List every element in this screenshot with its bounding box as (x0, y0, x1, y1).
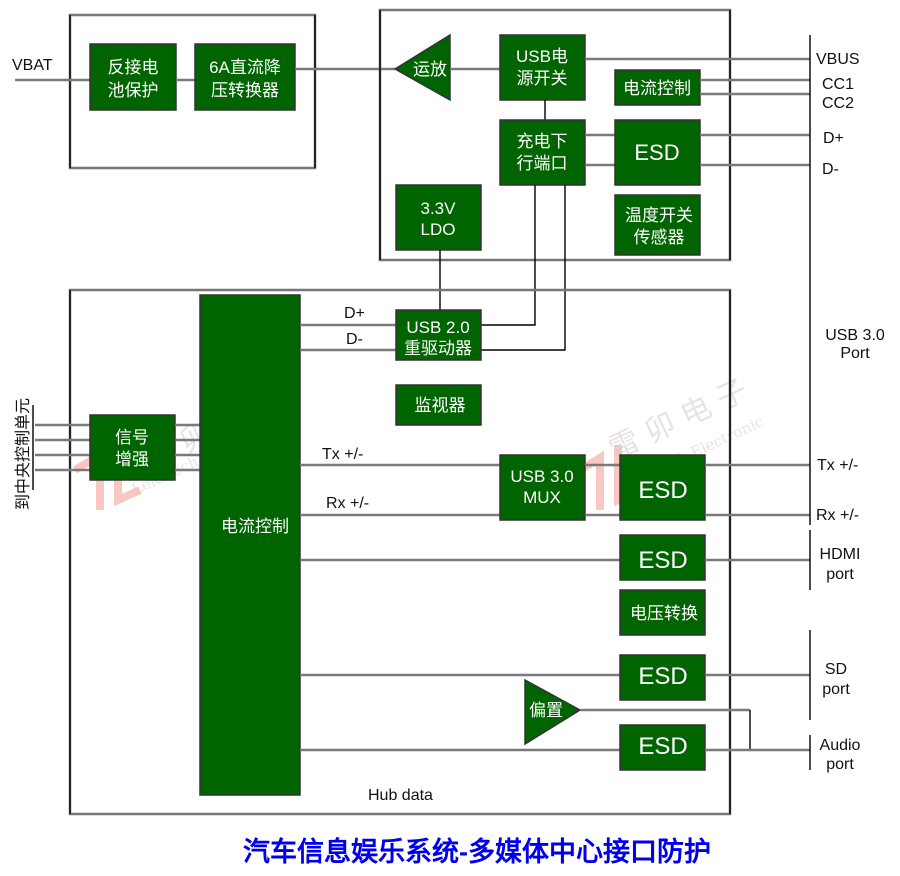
port-dp-label: D+ (823, 130, 844, 147)
diagram-title: 汽车信息娱乐系统-多媒体中心接口防护 (243, 836, 711, 867)
monitor-label: 监视器 (415, 396, 466, 415)
hub-dm-label: D- (346, 331, 363, 348)
port-rx-label: Rx +/- (816, 507, 859, 524)
temp-sensor-line2: 传感器 (634, 228, 685, 247)
current-control-block-top (614, 69, 701, 106)
usb-power-switch-line1: USB电 (516, 47, 568, 66)
current-control-top-label: 电流控制 (623, 79, 691, 98)
dm-route-wire (480, 185, 566, 351)
signal-boost-block (89, 414, 176, 481)
charging-port-line1: 充电下 (517, 132, 568, 151)
dp-route-wire (480, 185, 536, 326)
op-amp-triangle (393, 33, 451, 102)
usb3-mux-line1: USB 3.0 (510, 467, 573, 486)
buck-converter-line2: 压转换器 (211, 81, 279, 100)
usb3-port-line1: USB 3.0 (825, 327, 885, 344)
cc1-label: CC1 (822, 76, 854, 93)
hub-data-label: Hub data (368, 787, 433, 804)
port-tx-label: Tx +/- (817, 457, 858, 474)
vbus-label: VBUS (816, 51, 860, 68)
monitor-block (395, 384, 482, 426)
usb3-port-line2: Port (840, 345, 870, 362)
op-amp-label: 运放 (413, 60, 447, 79)
esd-hdmi-label: ESD (638, 547, 687, 574)
esd-usb2-label: ESD (634, 140, 679, 165)
charging-port-line2: 行端口 (517, 154, 568, 173)
buck-converter-block (194, 43, 296, 111)
hdmi-port-line2: port (826, 566, 854, 583)
sd-port-line2: port (822, 681, 850, 698)
hub-current-control-label: 电流控制 (221, 517, 289, 536)
hub-tx-label: Tx +/- (322, 446, 363, 463)
usb-power-switch-line2: 源开关 (517, 69, 568, 88)
ldo-line2: LDO (421, 220, 456, 239)
reverse-protection-line1: 反接电 (108, 58, 159, 77)
signal-boost-line2: 增强 (115, 450, 149, 469)
hub-dp-label: D+ (344, 305, 365, 322)
bias-label: 偏置 (529, 701, 563, 720)
buck-converter-line1: 6A直流降 (209, 58, 281, 77)
reverse-protection-line2: 池保护 (108, 81, 159, 100)
ldo-line1: 3.3V (421, 199, 457, 218)
voltage-conversion-block (619, 589, 706, 636)
esd-sd-label: ESD (638, 663, 687, 690)
central-unit-label: 到中央控制单元 (14, 398, 32, 510)
usb2-redriver-line2: 重驱动器 (404, 339, 472, 358)
usb3-mux-block (499, 454, 586, 521)
esd-usb3-block (619, 454, 706, 521)
esd-usb2-block (614, 119, 701, 186)
port-dm-label: D- (822, 161, 839, 178)
usb3-mux-line2: MUX (523, 488, 561, 507)
cc2-label: CC2 (822, 95, 854, 112)
hdmi-port-line1: HDMI (820, 546, 861, 563)
vbat-label: VBAT (12, 57, 53, 74)
usb2-redriver-line1: USB 2.0 (406, 318, 469, 337)
hub-rx-label: Rx +/- (326, 495, 369, 512)
signal-boost-line1: 信号 (115, 428, 149, 447)
temp-switch-sensor-block (614, 194, 701, 256)
audio-port-line1: Audio (820, 737, 861, 754)
usb-power-switch-block (499, 34, 586, 101)
bias-amp-triangle (524, 678, 582, 746)
esd-audio-block (619, 724, 706, 771)
charging-downstream-port-block (499, 119, 586, 186)
usb2-redriver-block (395, 309, 482, 361)
audio-port-line2: port (826, 756, 854, 773)
reverse-battery-protection-block (89, 43, 177, 111)
esd-usb3-label: ESD (638, 477, 687, 504)
esd-sd-block (619, 654, 706, 701)
sd-port-line1: SD (825, 661, 847, 678)
ldo-block (395, 184, 482, 251)
temp-sensor-line1: 温度开关 (625, 206, 693, 225)
hub-current-control-block (199, 294, 301, 796)
voltage-conversion-label: 电压转换 (630, 604, 698, 623)
esd-audio-label: ESD (638, 733, 687, 760)
esd-hdmi-block (619, 534, 706, 581)
